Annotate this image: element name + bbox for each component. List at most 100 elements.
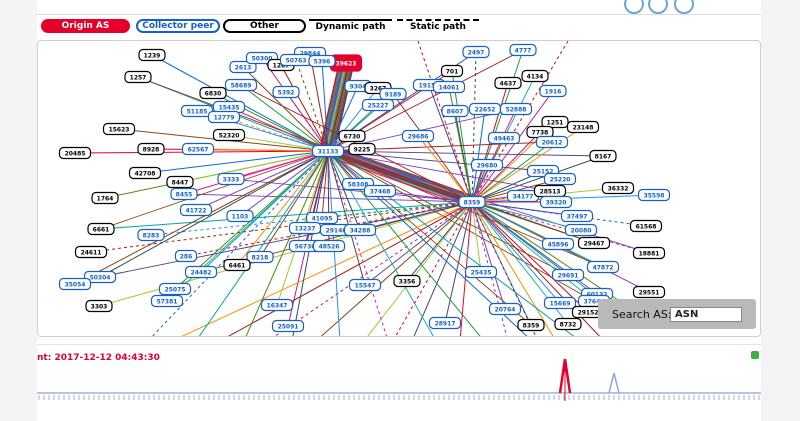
- as-node[interactable]: 9225: [348, 142, 376, 156]
- collector-peer-node[interactable]: 15547: [348, 278, 382, 292]
- control-circle-icon[interactable]: [648, 0, 668, 14]
- collector-peer-node[interactable]: 25435: [464, 265, 498, 279]
- as-node[interactable]: 4637: [494, 76, 522, 90]
- collector-peer-node[interactable]: 14061: [432, 80, 466, 94]
- collector-peer-node[interactable]: 5396: [308, 54, 336, 68]
- as-node[interactable]: 4134: [521, 69, 549, 83]
- as-node[interactable]: 6661: [87, 222, 115, 236]
- control-circle-icon[interactable]: [674, 0, 694, 14]
- as-node[interactable]: 6830: [199, 86, 227, 100]
- collector-peer-node[interactable]: 20764: [488, 302, 522, 316]
- as-node[interactable]: 1257: [124, 70, 152, 84]
- collector-peer-node[interactable]: 37468: [363, 184, 397, 198]
- collector-peer-node[interactable]: 58689: [224, 78, 258, 92]
- as-node[interactable]: 8732: [554, 317, 582, 331]
- collector-peer-node[interactable]: 35054: [58, 277, 92, 291]
- collector-peer-node[interactable]: 3333: [217, 172, 245, 186]
- control-circle-icon[interactable]: [624, 0, 644, 14]
- node-label: 13237: [295, 226, 316, 233]
- as-node[interactable]: 23148: [566, 120, 600, 134]
- as-node[interactable]: 61568: [629, 219, 663, 233]
- collector-peer-node[interactable]: 50304: [83, 270, 117, 284]
- as-node[interactable]: 8167: [589, 149, 617, 163]
- as-node[interactable]: 6730: [338, 129, 366, 143]
- as-node[interactable]: 29551: [632, 285, 666, 299]
- collector-peer-node[interactable]: 25075: [158, 282, 192, 296]
- collector-peer-node[interactable]: 286: [174, 249, 198, 263]
- collector-peer-node[interactable]: 50763: [279, 53, 313, 67]
- node-box: [462, 45, 490, 59]
- collector-peer-node[interactable]: 8455: [170, 187, 198, 201]
- collector-peer-node[interactable]: 29686: [401, 129, 435, 143]
- collector-peer-node[interactable]: 20612: [535, 135, 569, 149]
- collector-peer-node[interactable]: 16347: [260, 298, 294, 312]
- as-node[interactable]: 7738: [526, 125, 554, 139]
- collector-peer-node[interactable]: 47872: [586, 260, 620, 274]
- collector-peer-node[interactable]: 8359: [458, 195, 486, 209]
- as-node[interactable]: 36332: [601, 181, 635, 195]
- collector-peer-node[interactable]: 34177: [506, 189, 540, 203]
- as-node[interactable]: 20485: [58, 146, 92, 160]
- timeline-end-marker[interactable]: [751, 351, 759, 359]
- collector-peer-node[interactable]: 2613: [229, 60, 257, 74]
- collector-peer-node[interactable]: 35598: [637, 188, 671, 202]
- collector-peer-node[interactable]: 22652: [468, 102, 502, 116]
- collector-peer-node[interactable]: 28917: [428, 316, 462, 330]
- collector-peer-node[interactable]: 29680: [470, 158, 504, 172]
- collector-peer-node[interactable]: 15435: [212, 100, 246, 114]
- as-node[interactable]: 24611: [74, 245, 108, 259]
- collector-peer-node[interactable]: 37497: [560, 209, 594, 223]
- as-node[interactable]: 1239: [138, 48, 166, 62]
- collector-peer-node[interactable]: 12779: [207, 110, 241, 124]
- collector-peer-node[interactable]: 62567: [181, 142, 215, 156]
- as-node[interactable]: 6461: [223, 258, 251, 272]
- collector-peer-node[interactable]: 15669: [543, 296, 577, 310]
- as-node[interactable]: 29467: [577, 236, 611, 250]
- as-node[interactable]: 8359: [517, 318, 545, 332]
- collector-peer-node[interactable]: 8283: [137, 228, 165, 242]
- collector-peer-node[interactable]: 20080: [564, 223, 598, 237]
- as-node[interactable]: 42708: [128, 166, 162, 180]
- collector-peer-node[interactable]: 8607: [441, 104, 469, 118]
- collector-peer-node[interactable]: 34288: [343, 223, 377, 237]
- as-node[interactable]: 15623: [102, 122, 136, 136]
- collector-peer-node[interactable]: 51185: [180, 104, 214, 118]
- as-node[interactable]: 8447: [166, 175, 194, 189]
- as-node[interactable]: 28513: [533, 184, 567, 198]
- collector-peer-node[interactable]: 25091: [271, 319, 305, 333]
- collector-peer-node[interactable]: 39320: [539, 195, 573, 209]
- as-node[interactable]: 1764: [91, 191, 119, 205]
- as-node[interactable]: 3303: [85, 299, 113, 313]
- graph-canvas[interactable]: 3962331133835912391257261350300126729844…: [38, 41, 760, 336]
- as-node[interactable]: 701: [440, 64, 464, 78]
- timeline-canvas[interactable]: [37, 345, 761, 403]
- collector-peer-node[interactable]: 1916: [539, 84, 567, 98]
- collector-peer-node[interactable]: 48526: [312, 239, 346, 253]
- collector-peer-node[interactable]: 2497: [462, 45, 490, 59]
- collector-peer-node[interactable]: 13237: [288, 221, 322, 235]
- collector-peer-node[interactable]: 24482: [184, 265, 218, 279]
- as-node[interactable]: 1251: [541, 115, 569, 129]
- collector-peer-node[interactable]: 25227: [361, 98, 395, 112]
- as-node[interactable]: 52320: [212, 128, 246, 142]
- timeline[interactable]: nt: 2017-12-12 04:43:30: [37, 344, 761, 403]
- collector-peer-node[interactable]: 8218: [246, 250, 274, 264]
- collector-peer-node[interactable]: 41095: [305, 211, 339, 225]
- collector-peer-node[interactable]: 45896: [541, 237, 575, 251]
- as-node[interactable]: 18881: [632, 246, 666, 260]
- collector-peer-node[interactable]: 41722: [179, 203, 213, 217]
- collector-peer-node[interactable]: 4777: [509, 43, 537, 57]
- collector-peer-node[interactable]: 57381: [150, 294, 184, 308]
- collector-peer-node[interactable]: 52888: [499, 102, 533, 116]
- collector-peer-node[interactable]: 29691: [551, 268, 585, 282]
- collector-peer-node[interactable]: 25220: [543, 172, 577, 186]
- collector-peer-node[interactable]: 9189: [379, 87, 407, 101]
- as-node[interactable]: 3356: [393, 274, 421, 288]
- collector-peer-node[interactable]: 5392: [272, 85, 300, 99]
- collector-peer-node[interactable]: 1103: [226, 209, 254, 223]
- search-as-input[interactable]: [670, 307, 742, 322]
- collector-peer-node[interactable]: 31133: [311, 144, 345, 158]
- collector-peer-node[interactable]: 49463: [487, 131, 521, 145]
- as-node[interactable]: 8928: [137, 142, 165, 156]
